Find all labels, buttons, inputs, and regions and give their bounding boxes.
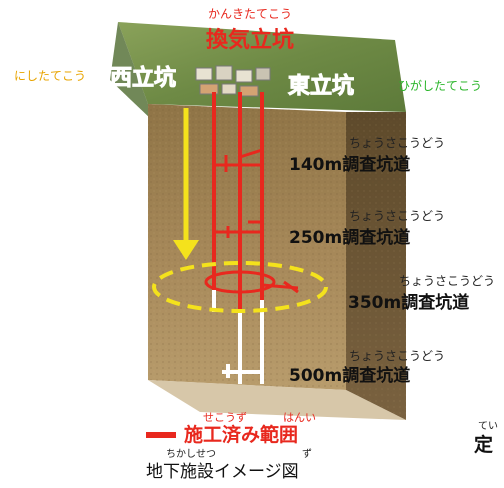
- partial-right-ruby: てい: [478, 421, 498, 432]
- ground-surface: [118, 22, 406, 112]
- galleries-constructed: [204, 148, 299, 294]
- gallery-140m-ruby: ちょうさこうどう: [349, 136, 446, 150]
- gallery-350m-ruby: ちょうさこうどう: [399, 274, 496, 288]
- gallery-250m-ruby: ちょうさこうどう: [349, 209, 446, 223]
- gallery-500m-label: 500m調査坑道: [289, 366, 411, 386]
- legend-ruby-1: せこうず: [203, 411, 247, 424]
- west-shaft-ruby: にしたてこう: [14, 69, 87, 83]
- surface-buildings: [195, 65, 271, 97]
- gallery-250m-label: 250m調査坑道: [289, 228, 411, 248]
- caption-ruby-1: ちかしせつ: [166, 449, 216, 460]
- west-shaft-arrow: [173, 108, 199, 260]
- gallery-140m-label: 140m調査坑道: [289, 155, 411, 175]
- west-shaft-label: 西立坑: [109, 66, 177, 91]
- caption-ruby-2: ず: [302, 449, 312, 460]
- east-shaft-label: 東立坑: [287, 74, 355, 99]
- legend-constructed-label: 施工済み範囲: [184, 424, 299, 446]
- gallery-350m-label: 350m調査坑道: [348, 293, 470, 313]
- east-shaft-ruby: ひがしたてこう: [398, 79, 483, 93]
- partial-right-label: 定: [474, 434, 494, 456]
- ventilation-shaft-ruby: かんきたてこう: [208, 7, 293, 21]
- shafts-constructed: [212, 92, 264, 310]
- gallery-500m-ruby: ちょうさこうどう: [349, 349, 446, 363]
- ventilation-shaft-label: 換気立坑: [206, 28, 295, 53]
- 350m-highlight-ellipse: [152, 261, 328, 313]
- legend-ruby-2: はんい: [283, 411, 316, 424]
- caption-label: 地下施設イメージ図: [146, 462, 299, 482]
